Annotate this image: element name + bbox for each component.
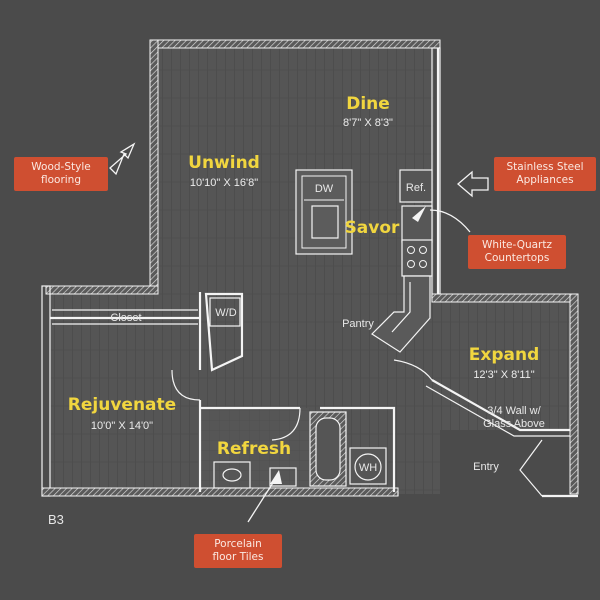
- callout-countertops-line1: White-Quartz: [481, 239, 552, 251]
- dishwasher-label: DW: [315, 183, 334, 195]
- room-unwind-dims: 10'10" X 16'8": [190, 177, 258, 189]
- kitchen: [295, 169, 433, 353]
- callout-arrows: [109, 142, 489, 523]
- room-refresh-name: Refresh: [217, 439, 291, 459]
- callout-countertops: White-Quartz Countertops: [468, 235, 566, 269]
- water-heater-label: WH: [359, 462, 377, 474]
- room-savor-name: Savor: [345, 218, 400, 238]
- callout-countertops-line2: Countertops: [484, 252, 550, 264]
- closet-label: Closet: [110, 312, 141, 324]
- washer-dryer-label: W/D: [215, 307, 236, 319]
- room-dine-dims: 8'7" X 8'3": [343, 117, 393, 129]
- outer-walls: [41, 39, 579, 498]
- callout-floor-tiles: Porcelain floor Tiles: [194, 534, 282, 568]
- interior-walls: [50, 292, 570, 492]
- refrigerator-label: Ref.: [406, 182, 426, 194]
- room-rejuvenate-name: Rejuvenate: [68, 395, 176, 415]
- room-expand-dims: 12'3" X 8'11": [473, 369, 534, 381]
- wall-note-line2: Glass Above: [483, 418, 545, 430]
- room-unwind-name: Unwind: [188, 153, 260, 173]
- pantry-label: Pantry: [342, 318, 374, 330]
- floor-fill: [50, 44, 574, 494]
- callout-appliances: Stainless Steel Appliances: [494, 157, 596, 191]
- callout-flooring-line2: flooring: [40, 174, 82, 186]
- entry-label: Entry: [473, 461, 499, 473]
- room-expand-name: Expand: [469, 345, 540, 365]
- room-rejuvenate-dims: 10'0" X 14'0": [91, 420, 153, 432]
- callout-appliances-line1: Stainless Steel: [506, 161, 584, 173]
- callout-floor-tiles-line1: Porcelain: [214, 538, 262, 550]
- callout-flooring-line1: Wood-Style: [31, 161, 91, 173]
- callout-flooring: Wood-Style flooring: [14, 157, 108, 191]
- callout-floor-tiles-line2: floor Tiles: [212, 551, 264, 563]
- room-dine-name: Dine: [346, 94, 390, 114]
- wall-note-line1: 3/4 Wall w/: [487, 405, 541, 417]
- plan-id: B3: [48, 512, 64, 527]
- callout-appliances-line2: Appliances: [516, 174, 574, 186]
